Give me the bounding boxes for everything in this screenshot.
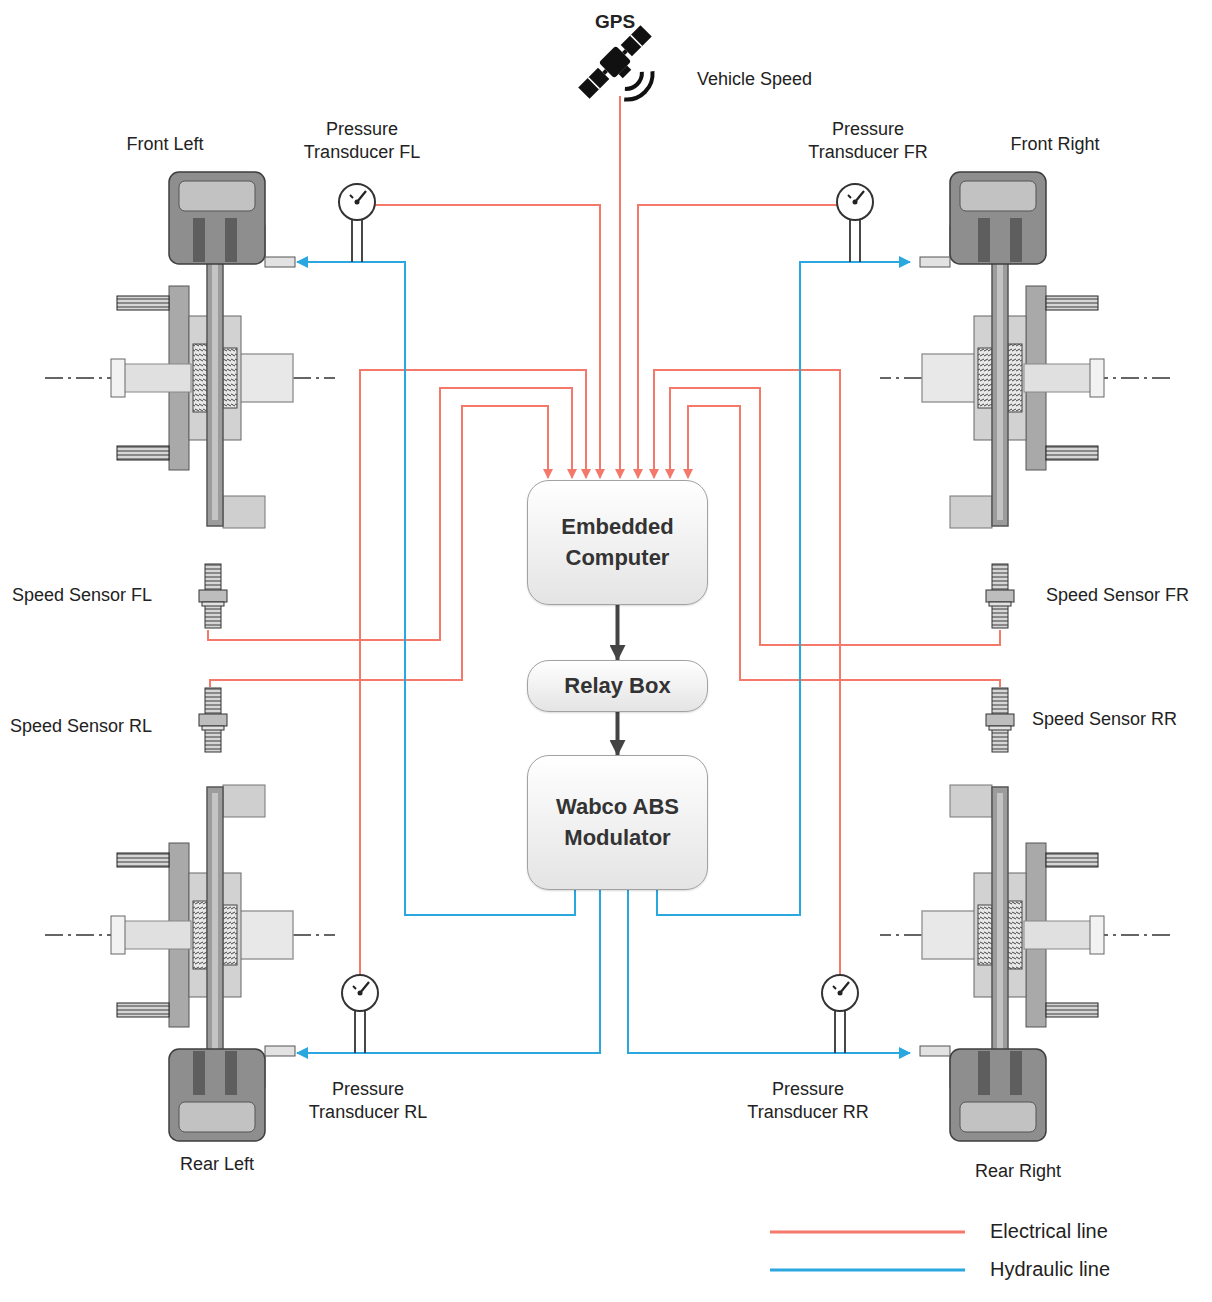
process-box: Embedded Computer [527, 480, 708, 605]
part-label: GPS [570, 10, 660, 35]
part-label: Pressure Transducer FR [793, 118, 943, 165]
flow-arrow [616, 712, 620, 755]
part-label: Pressure Transducer FL [287, 118, 437, 165]
part-label: Front Right [990, 133, 1120, 156]
part-label: Speed Sensor FL [12, 584, 177, 607]
electrical-line [375, 205, 600, 478]
brake-assembly [880, 785, 1170, 1141]
pressure-gauge [342, 975, 378, 1053]
hydraulic-line [628, 890, 910, 1053]
legend-text: Electrical line [990, 1220, 1108, 1243]
legend-line-sample [770, 1269, 965, 1272]
legend-line-sample [770, 1231, 965, 1234]
box-label: Embedded Computer [543, 512, 693, 574]
speed-sensor [986, 564, 1014, 628]
electrical-line [619, 96, 621, 478]
pressure-gauge [837, 184, 873, 262]
speed-sensor [199, 688, 227, 752]
part-label: Speed Sensor RL [10, 715, 175, 738]
electrical-line [638, 205, 837, 478]
pressure-gauge [339, 184, 375, 262]
brake-assembly [45, 172, 335, 528]
electrical-line [670, 388, 1000, 645]
electrical-lines [208, 96, 1000, 982]
process-box: Relay Box [527, 660, 708, 712]
box-label: Relay Box [564, 671, 670, 702]
brake-assembly [880, 172, 1170, 528]
hydraulic-lines [297, 262, 910, 1053]
electrical-line [208, 388, 572, 640]
part-label: Pressure Transducer RL [293, 1078, 443, 1125]
pressure-gauge [822, 975, 858, 1053]
brake-assembly [45, 785, 335, 1141]
part-label: Speed Sensor FR [1046, 584, 1206, 607]
flow-arrow [616, 605, 620, 660]
process-box: Wabco ABS Modulator [527, 755, 708, 890]
part-label: Rear Right [953, 1160, 1083, 1183]
part-label: Rear Left [152, 1153, 282, 1176]
speed-sensor [986, 688, 1014, 752]
part-label: Vehicle Speed [697, 68, 847, 91]
part-label: Pressure Transducer RR [733, 1078, 883, 1125]
gps-satellite [576, 23, 676, 123]
electrical-line [688, 406, 1000, 687]
speed-sensor [199, 564, 227, 628]
box-label: Wabco ABS Modulator [543, 792, 693, 854]
hydraulic-line [297, 890, 600, 1053]
part-label: Front Left [100, 133, 230, 156]
part-label: Speed Sensor RR [1032, 708, 1197, 731]
electrical-line [210, 406, 548, 687]
legend-text: Hydraulic line [990, 1258, 1110, 1281]
